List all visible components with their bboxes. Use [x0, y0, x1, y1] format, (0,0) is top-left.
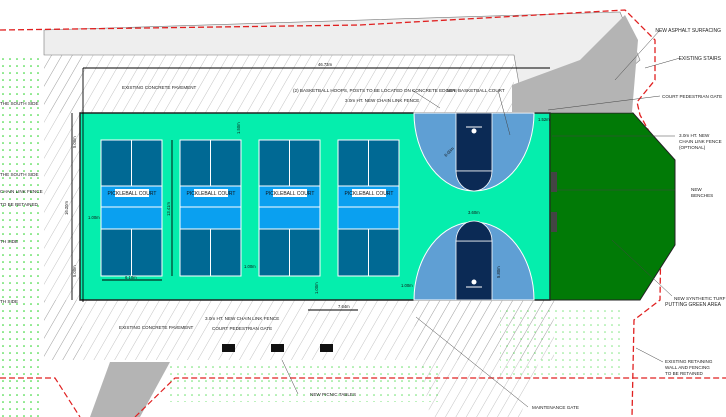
court-label: PICKLEBALL COURT	[187, 191, 236, 197]
court-label-box	[194, 189, 228, 197]
label-gate-bottom: COURT PEDESTRIAN GATE	[212, 326, 272, 331]
label-fence-optional: CHAIN LINK FENCE	[679, 139, 722, 144]
dim-corner-top: 1.52m	[538, 117, 550, 122]
synthetic-turf	[549, 112, 676, 301]
label-left: TH SIDE	[0, 299, 18, 304]
label-left: THE SOUTH SIDE	[0, 101, 39, 106]
label-fence-top: 3.0m HT. NEW CHAIN LINK FENCE	[345, 98, 419, 103]
label-mini-basketball: MINI BASKETBALL COURT	[447, 88, 505, 93]
planting-bottom	[170, 362, 440, 402]
court-label-box	[352, 189, 386, 197]
asphalt-surface	[512, 15, 638, 112]
label-left: TO BE RETAINED	[0, 202, 39, 207]
pickleball-court: PICKLEBALL COURT	[337, 139, 400, 277]
dim-side-total: 16.20m	[64, 201, 69, 215]
label-benches: BENCHES	[691, 193, 713, 198]
label-gate-top: COURT PEDESTRIAN GATE	[662, 94, 722, 99]
dim-gate-width: 7.64m	[338, 304, 350, 309]
court-label: PICKLEBALL COURT	[345, 191, 394, 197]
court-label-box	[115, 189, 149, 197]
pickleball-court: PICKLEBALL COURT	[258, 139, 321, 277]
asphalt-bottom-left	[90, 362, 170, 417]
planting-right	[500, 305, 620, 375]
dim-edge-top: 1.50m	[236, 122, 241, 134]
label-retaining: WALL AND FENCING	[665, 365, 710, 370]
dim-overall: 46.73m	[318, 62, 332, 67]
label-asphalt: NEW ASPHALT SURFACING	[655, 28, 721, 34]
planting-left	[0, 55, 42, 417]
label-existing-pavement-bottom: EXISTING CONCRETE PAVEMENT	[119, 325, 194, 330]
label-retaining: EXISTING RETAINING	[665, 359, 713, 364]
basketball-free-throw-bottom	[455, 220, 493, 242]
leader-lines	[281, 29, 681, 408]
pickleball-court: PICKLEBALL COURT	[100, 139, 163, 277]
dim-court-length: 13.41m	[166, 202, 171, 216]
basketball-free-throw-top	[455, 170, 493, 192]
label-retaining: TO BE RETAINED	[665, 371, 704, 376]
property-boundary-bottom-2	[134, 377, 726, 417]
basketball-key-bottom	[455, 240, 493, 301]
property-boundary-bottom	[0, 377, 81, 417]
label-turf: PUTTING GREEN AREA	[665, 302, 722, 308]
dim-side-bottom: 5.00m	[72, 265, 77, 277]
label-stairs: EXISTING STAIRS	[679, 56, 722, 62]
bench	[551, 172, 557, 192]
dim-court-width: 6.10m	[125, 275, 137, 280]
label-benches: NEW	[691, 187, 702, 192]
dim-gap: 1.00m	[244, 264, 256, 269]
property-boundary	[0, 9, 663, 417]
label-fence-optional: (OPTIONAL)	[679, 145, 706, 150]
basketball-hoop-icon	[471, 128, 477, 134]
label-fence-optional: 3.0m HT. NEW	[679, 133, 710, 138]
court-label: PICKLEBALL COURT	[108, 191, 157, 197]
dim-corner-bottom: 1.00m	[401, 283, 413, 288]
label-left: CHAIN LINK FENCE	[0, 189, 43, 194]
label-picnic: NEW PICNIC TABLES	[310, 392, 356, 397]
bench	[551, 212, 557, 232]
dimension-lines	[71, 67, 550, 311]
label-fence-bottom: 3.0m HT. NEW CHAIN LINK FENCE	[205, 316, 279, 321]
existing-pavement-top	[44, 55, 514, 113]
label-maintenance-gate: MAINTENANCE GATE	[532, 405, 579, 410]
label-turf: NEW SYNTHETIC TURF	[674, 296, 726, 301]
dim-offset: 1.00m	[88, 215, 100, 220]
dim-edge-bottom: 1.00m	[314, 282, 319, 294]
basketball-key-top	[455, 112, 493, 172]
basketball-hoop-icon	[471, 279, 477, 285]
picnic-table-icon	[271, 344, 284, 352]
label-existing-pavement-top: EXISTING CONCRETE PAVEMENT	[122, 85, 197, 90]
pickleball-court: PICKLEBALL COURT	[179, 139, 242, 277]
label-left: THE SOUTH SIDE	[0, 172, 39, 177]
label-left: TH SIDE	[0, 239, 18, 244]
picnic-table-icon	[222, 344, 235, 352]
dim-key-width: 3.60m	[468, 210, 480, 215]
court-label-box	[273, 189, 307, 197]
court-label: PICKLEBALL COURT	[266, 191, 315, 197]
picnic-table-icon	[320, 344, 333, 352]
dim-side-top: 5.00m	[72, 136, 77, 148]
label-hoops-note: (2) BASKETBALL HOOPS, POSTS TO BE LOCATE…	[293, 88, 456, 93]
dim-key-length: 5.80m	[496, 266, 501, 278]
